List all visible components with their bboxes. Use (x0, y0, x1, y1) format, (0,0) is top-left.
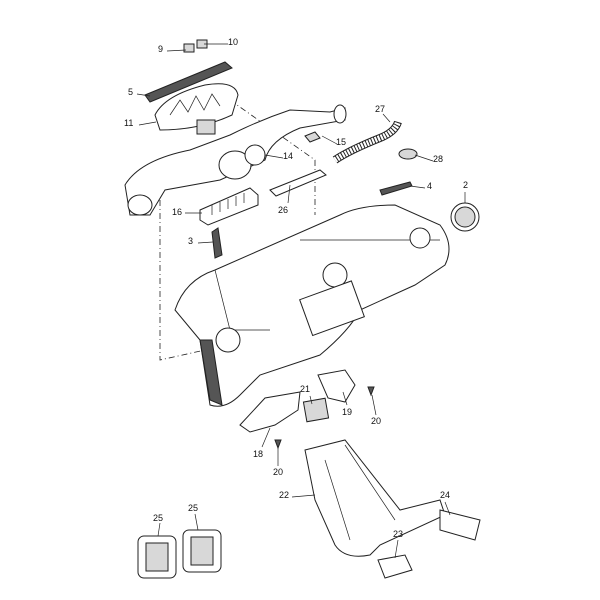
duct-extension-part (439, 509, 481, 541)
callout-10: 10 (228, 37, 239, 47)
round-vent-part (450, 202, 480, 232)
callout-20b: 20 (273, 467, 284, 477)
dashboard-part (174, 204, 450, 407)
callout-25b: 25 (188, 503, 199, 513)
callout-4: 4 (427, 181, 433, 191)
callout-27: 27 (375, 104, 386, 114)
callout-24: 24 (440, 490, 451, 500)
callout-2: 2 (463, 180, 469, 190)
center-vent-part (199, 187, 259, 226)
footwell-duct-left-part (239, 391, 301, 433)
hose-part (332, 120, 402, 164)
callout-21: 21 (300, 384, 311, 394)
side-grille-part (211, 227, 223, 259)
clip-part-9 (183, 43, 195, 53)
callout-20a: 20 (371, 416, 382, 426)
screw-part (274, 439, 282, 450)
clip-part-15 (304, 131, 321, 143)
screw-part (367, 386, 375, 397)
callout-25a: 25 (153, 513, 164, 523)
callout-16: 16 (172, 207, 183, 217)
callout-26: 26 (278, 205, 289, 215)
callout-18: 18 (253, 449, 264, 459)
bracket-part (377, 554, 413, 579)
callout-23: 23 (393, 529, 404, 539)
callout-3: 3 (188, 236, 194, 246)
rear-air-duct-part (304, 439, 446, 557)
callout-15: 15 (336, 137, 347, 147)
air-duct-part (124, 104, 347, 216)
callout-19: 19 (342, 407, 353, 417)
grommet-part (398, 148, 418, 160)
rear-vent-part-1 (137, 535, 177, 579)
footwell-duct-right-part (317, 369, 356, 403)
side-vent-grille-part (379, 181, 413, 196)
callout-9: 9 (158, 44, 164, 54)
rear-vent-part-2 (182, 529, 222, 573)
callout-5: 5 (128, 87, 134, 97)
callout-22: 22 (279, 490, 290, 500)
callout-28: 28 (433, 154, 444, 164)
duct-connector-part (302, 397, 330, 423)
defroster-grille-part (144, 61, 233, 103)
callout-11: 11 (124, 118, 134, 128)
callout-14: 14 (283, 151, 294, 161)
defroster-duct-part (154, 83, 239, 135)
trim-strip-part (269, 169, 327, 197)
